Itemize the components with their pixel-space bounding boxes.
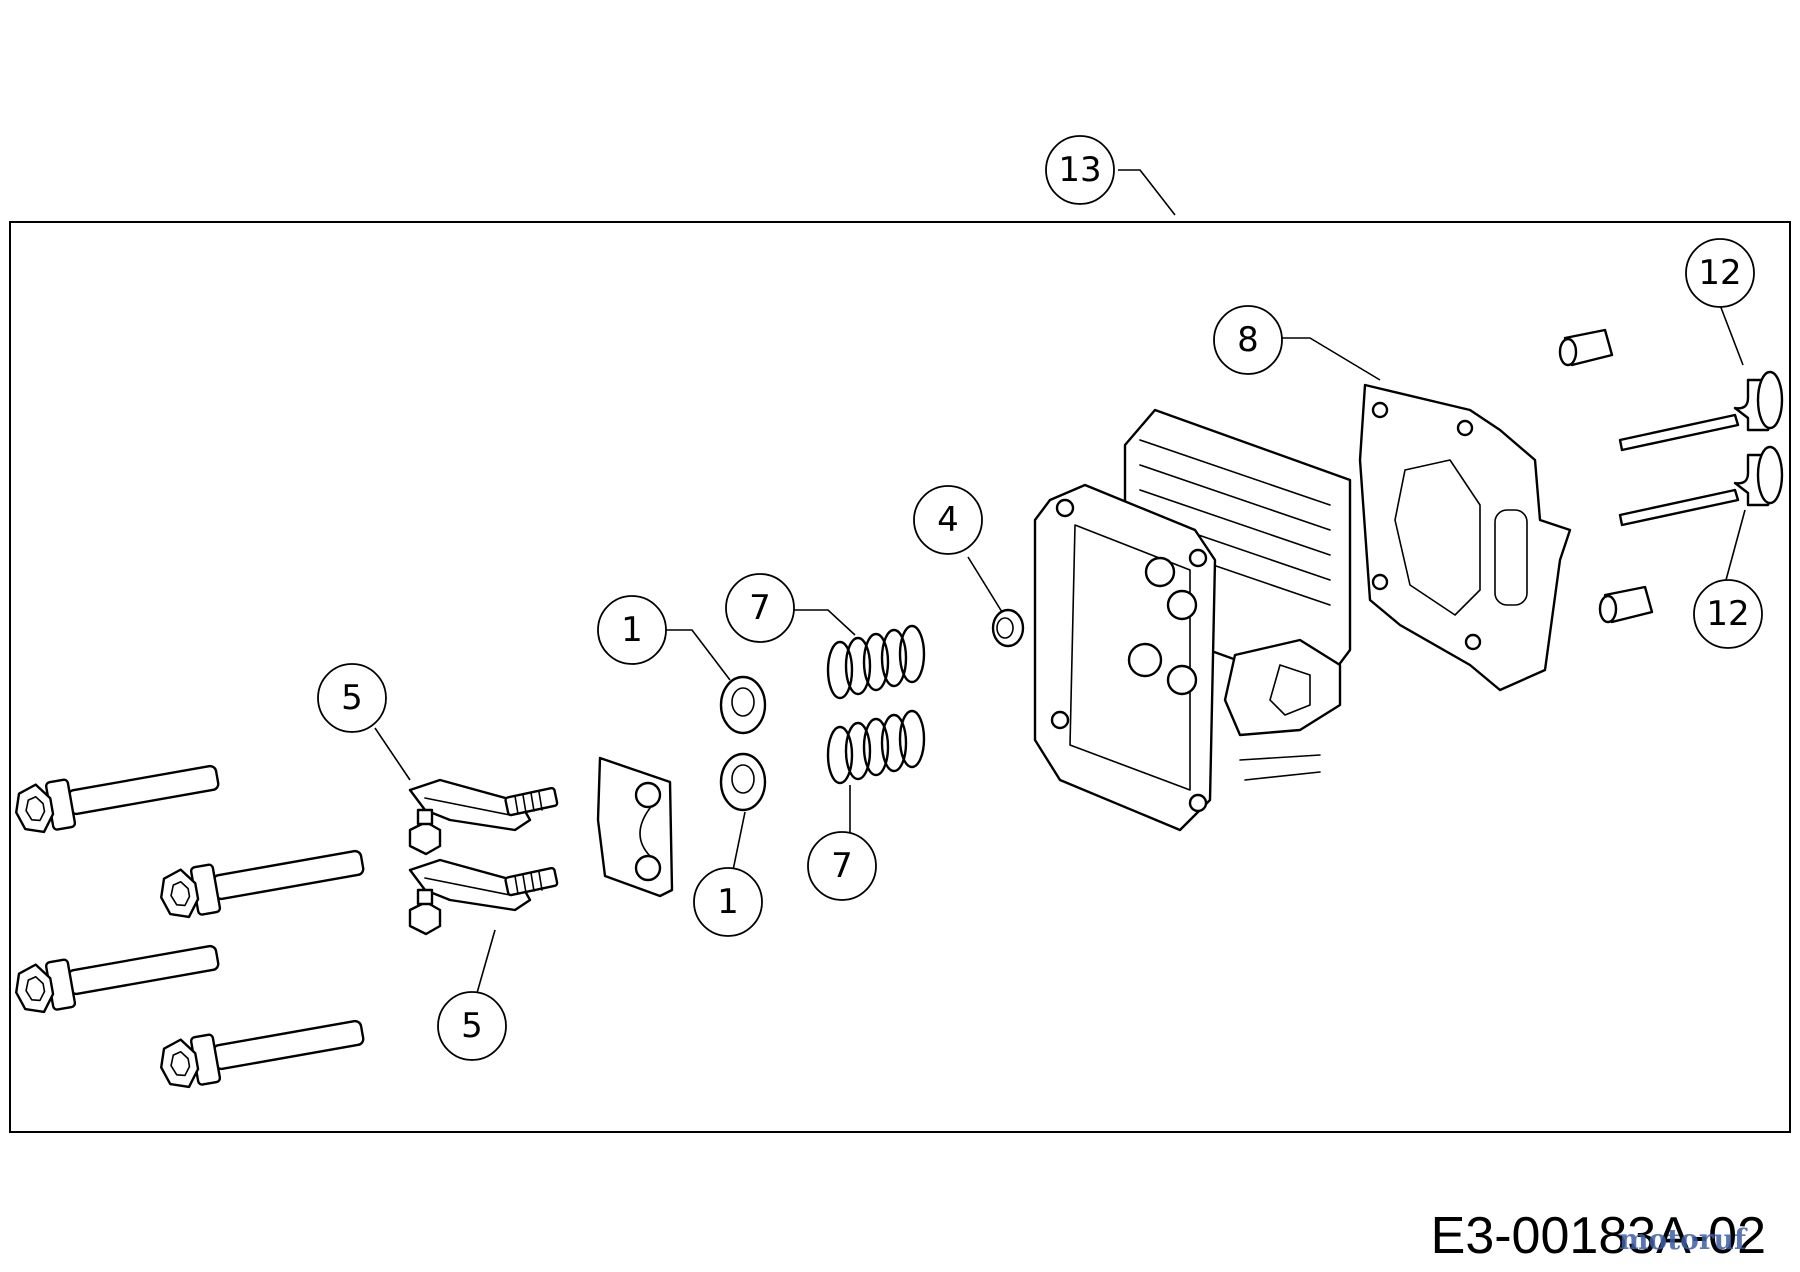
valve-springs [826, 624, 926, 785]
flange-bolt [15, 944, 220, 1014]
callout-1-bottom: 1 [693, 867, 763, 937]
callout-5-top: 5 [317, 663, 387, 733]
dowel-pin [1558, 328, 1614, 367]
svg-text:4: 4 [937, 500, 959, 540]
watermark-logo: motoruf [1618, 1223, 1746, 1256]
flange-bolt [15, 764, 220, 834]
valve [1618, 370, 1784, 452]
valve [1618, 445, 1784, 527]
svg-text:12: 12 [1706, 594, 1749, 634]
cylinder-head [1033, 408, 1352, 832]
spring-retainer [719, 752, 767, 812]
rocker-arms [408, 778, 559, 936]
rocker-arm [408, 858, 559, 936]
flange-bolts [15, 764, 365, 1089]
svg-text:7: 7 [831, 846, 853, 886]
valves [1618, 370, 1784, 527]
valve-spring [826, 709, 926, 785]
callout-13: 13 [1045, 135, 1115, 205]
callout-4: 4 [913, 485, 983, 555]
svg-text:5: 5 [461, 1006, 483, 1046]
leader-lines [374, 169, 1746, 1001]
callout-12-bottom: 12 [1693, 579, 1763, 649]
svg-text:7: 7 [749, 588, 771, 628]
valve-spring [826, 624, 926, 700]
svg-text:1: 1 [621, 610, 643, 650]
valve-stem-seal [991, 608, 1025, 648]
flange-bolt [160, 1019, 365, 1089]
svg-text:5: 5 [341, 678, 363, 718]
push-rod-guide-plate [596, 756, 674, 898]
callout-5-bottom: 5 [437, 991, 507, 1061]
callout-7-top: 7 [725, 573, 795, 643]
callout-7-bottom: 7 [807, 831, 877, 901]
dowel-pins [1558, 328, 1654, 624]
svg-text:8: 8 [1237, 320, 1259, 360]
drawing-code: E3-00183A-02 [1430, 1207, 1766, 1265]
valve-spring-retainers [719, 675, 767, 812]
callout-1-top: 1 [597, 595, 667, 665]
rocker-arm [408, 778, 559, 856]
svg-text:13: 13 [1058, 150, 1101, 190]
flange-bolt [160, 849, 365, 919]
svg-text:1: 1 [717, 882, 739, 922]
assembly-frame [9, 221, 1791, 1133]
spring-retainer [719, 675, 767, 735]
callouts: 13 12 8 4 7 1 5 1 [317, 135, 1763, 1061]
svg-text:12: 12 [1698, 253, 1741, 293]
callout-8: 8 [1213, 305, 1283, 375]
callout-12-top: 12 [1685, 238, 1755, 308]
head-gasket [1358, 383, 1572, 692]
dowel-pin [1598, 585, 1654, 624]
